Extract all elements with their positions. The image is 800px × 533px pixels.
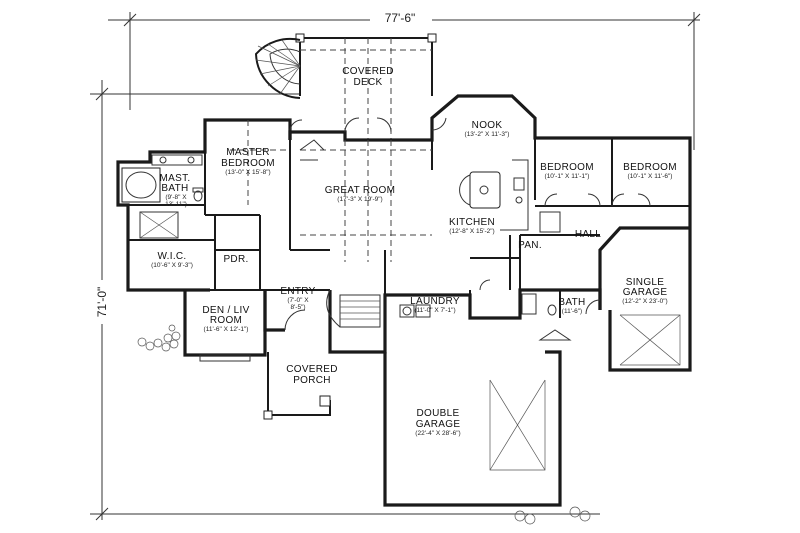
master-bedroom-label-2: BEDROOM xyxy=(221,158,275,169)
entry-label: ENTRY xyxy=(280,286,315,297)
den-label-1: DEN / LIV xyxy=(202,305,249,316)
bedroom-2-dims: (10'-1" X 11'-6") xyxy=(628,173,673,180)
garage-doors xyxy=(489,314,681,471)
great-room-dims: (17'-3" X 19'-9") xyxy=(337,196,382,203)
covered-porch-label-1: COVERED xyxy=(286,364,338,375)
entry-dims-1: (7'-0" X xyxy=(287,297,309,304)
single-garage-label-2: GARAGE xyxy=(623,287,668,298)
single-garage-label-1: SINGLE xyxy=(626,277,665,288)
overall-width-label: 77'-6" xyxy=(385,11,416,25)
overall-depth-dimension: 71'-0" xyxy=(90,80,600,521)
master-bedroom-label-1: MASTER xyxy=(226,147,269,158)
pantry-label: PAN. xyxy=(518,240,542,251)
deck-doors xyxy=(289,117,447,133)
laundry-appliances xyxy=(399,304,431,318)
overall-width-dimension: 77'-6" xyxy=(108,10,701,150)
den-label-2: ROOM xyxy=(210,315,242,326)
bedroom-2-label: BEDROOM xyxy=(623,162,677,173)
vanity-sinks xyxy=(151,154,203,166)
den-dims: (11'-6" X 12'-1") xyxy=(204,326,249,333)
covered-deck-label-1: COVERED xyxy=(342,66,394,77)
spiral-stair xyxy=(254,37,301,99)
bath-label: BATH xyxy=(558,297,585,308)
bedroom-doors xyxy=(539,193,651,233)
room-labels: NOOK (13'-2" X 11'-3") MASTER BEDROOM (1… xyxy=(151,120,677,437)
kitchen-island xyxy=(459,171,501,209)
laundry-dims: (11'-0" X 7'-1") xyxy=(414,307,455,314)
ceiling-beams xyxy=(230,120,432,262)
mast-bath-label-2: BATH xyxy=(161,183,188,194)
fireplace xyxy=(299,139,325,161)
toilet xyxy=(192,187,204,202)
half-bath-fixtures xyxy=(521,293,557,316)
double-garage-label-2: GARAGE xyxy=(416,419,461,430)
hall-label: HALL xyxy=(575,229,601,240)
stairs xyxy=(326,289,381,328)
nook-dims: (13'-2" X 11'-3") xyxy=(465,131,510,138)
covered-porch-label-2: PORCH xyxy=(293,375,331,386)
bedroom-1-label: BEDROOM xyxy=(540,162,594,173)
master-bedroom-dims: (13'-0" X 15'-8") xyxy=(225,169,270,176)
bath-dims: (11'-6") xyxy=(562,308,582,315)
bathtub xyxy=(121,167,161,203)
double-garage-dims: (22'-4" X 28'-6") xyxy=(415,430,460,437)
kitchen-label: KITCHEN xyxy=(449,217,495,228)
covered-deck-label-2: DECK xyxy=(354,77,383,88)
double-garage-label-1: DOUBLE xyxy=(417,408,460,419)
single-garage-dims: (12'-2" X 23'-0") xyxy=(622,298,667,305)
landscaping-shrubs xyxy=(137,324,591,525)
interior-walls xyxy=(128,120,690,318)
wic-dims: (10'-6" X 9'-3") xyxy=(151,262,193,269)
mast-bath-dims-1: (9'-8" X xyxy=(165,194,187,201)
kitchen-counter xyxy=(500,159,529,231)
shower xyxy=(139,211,179,239)
entry-doors xyxy=(284,279,601,331)
den-window xyxy=(199,354,251,362)
powder-room-label: PDR. xyxy=(223,254,248,265)
wic-label: W.I.C. xyxy=(157,251,186,262)
kitchen-dims: (12'-8" X 15'-2") xyxy=(449,228,494,235)
entry-dims-2: 8'-5") xyxy=(290,304,305,311)
mast-bath-label-1: MAST. xyxy=(160,173,191,184)
covered-porch: COVERED PORCH xyxy=(263,351,385,420)
bedroom-1-dims: (10'-1" X 11'-1") xyxy=(545,173,590,180)
nook-label: NOOK xyxy=(472,120,503,131)
great-room-label: GREAT ROOM xyxy=(325,185,395,196)
overall-depth-label: 71'-0" xyxy=(95,287,109,318)
exterior-walls xyxy=(116,94,692,507)
mast-bath-dims-2: 13'-11") xyxy=(165,201,187,208)
covered-deck: COVERED DECK xyxy=(295,33,437,140)
laundry-label: LAUNDRY xyxy=(410,296,460,307)
